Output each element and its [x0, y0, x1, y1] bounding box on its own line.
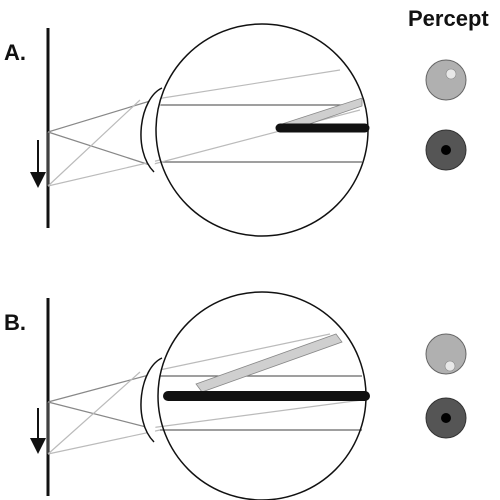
panel-b-label: B.: [4, 310, 26, 335]
down-arrow-icon: [30, 408, 46, 454]
percept-b-light: [425, 333, 467, 375]
percept-heading: Percept: [408, 6, 489, 31]
cornea-b: [140, 357, 163, 443]
panel-b: [30, 291, 370, 500]
percept-a-dark: [425, 129, 467, 171]
down-arrow-icon: [30, 140, 46, 188]
cornea-a: [140, 87, 163, 173]
panel-a: [30, 23, 370, 237]
percept-a-light: [425, 59, 467, 101]
percept-b-dark: [425, 397, 467, 439]
panel-a-label: A.: [4, 40, 26, 65]
rays-b: [47, 333, 363, 455]
rays-a: [47, 69, 362, 187]
displacement-band-b: [195, 333, 343, 393]
